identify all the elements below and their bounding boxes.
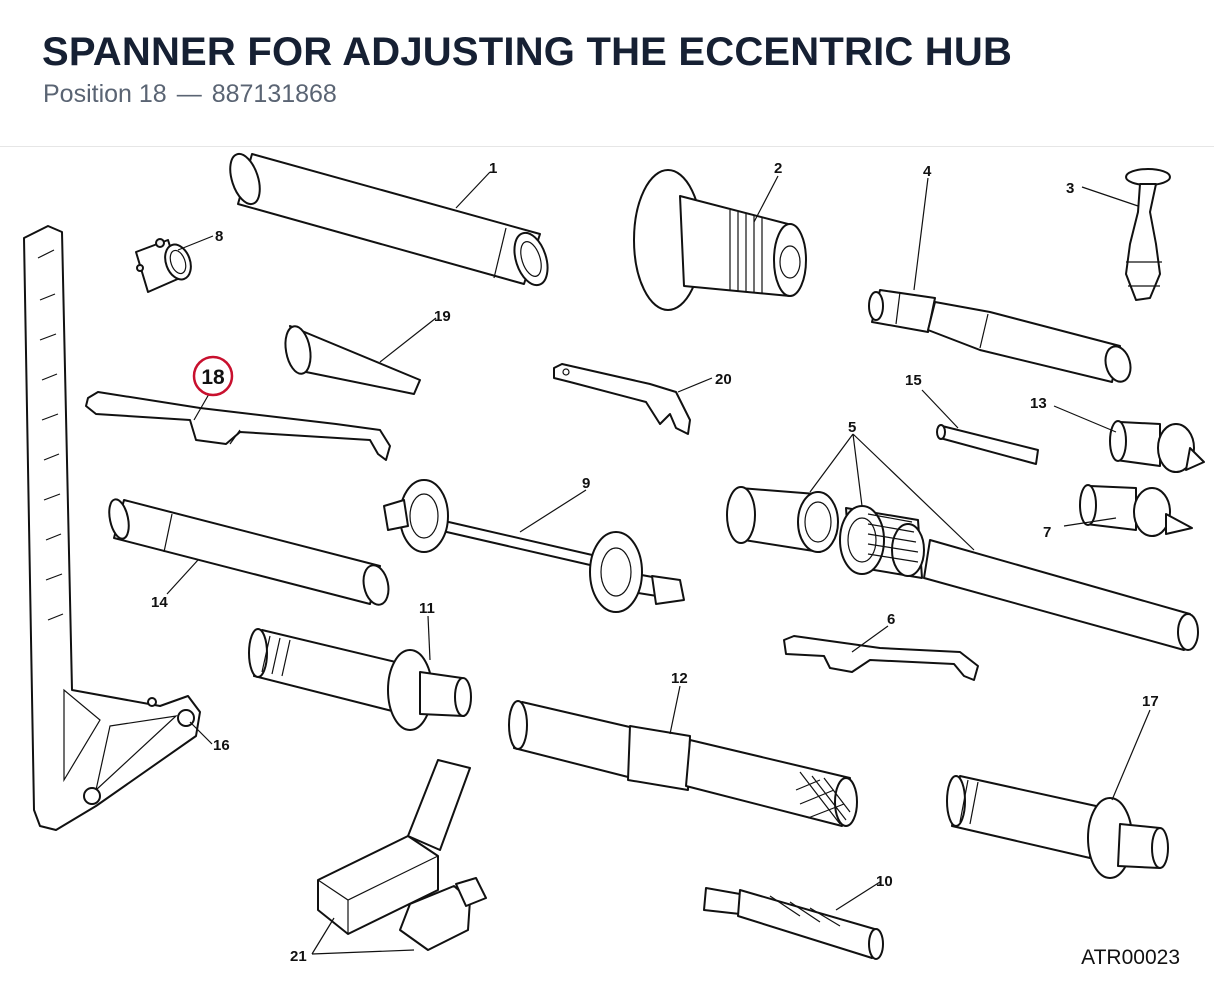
callout-labels: 1 2 3 4 5 6 7 8 9 10 11 12 13 14 15 16 1… [151,160,1159,965]
page-title: SPANNER FOR ADJUSTING THE ECCENTRIC HUB [42,30,1013,74]
callout-16: 16 [213,737,230,754]
part-21-case-and-insert [317,759,487,951]
callout-13: 13 [1030,395,1047,412]
part-4-stepped-rod [868,289,1132,383]
page-subtitle: Position 18 — 887131868 [43,80,337,109]
callout-19: 19 [434,308,451,325]
callout-15: 15 [905,372,922,389]
part-7-drift [1079,484,1193,537]
callout-17: 17 [1142,693,1159,710]
part-11-flanged-tube [248,628,472,731]
callout-2: 2 [774,160,782,177]
callout-20: 20 [715,371,732,388]
reference-code: ATR00023 [1081,946,1180,969]
callout-18: 18 [201,366,225,389]
callout-14: 14 [151,594,168,611]
part-6-hook-spanner [783,635,979,681]
callout-8: 8 [215,228,223,245]
part-2-flanged-sleeve [633,169,807,311]
highlighted-callout-18: 18 [192,355,234,397]
callout-5: 5 [848,419,856,436]
callout-12: 12 [671,670,688,687]
part-14-tube [108,498,390,606]
part-17-flanged-tube [946,775,1169,879]
part-15-pin [936,424,1039,465]
part-1-tube [229,152,549,287]
callout-3: 3 [1066,180,1074,197]
callout-9: 9 [582,475,590,492]
position-label: Position 18 [43,80,167,108]
callout-10: 10 [876,873,893,890]
callout-4: 4 [923,163,932,180]
part-3-puller [1125,168,1171,301]
part-12-stepped-shaft [508,700,858,827]
part-9-threaded-rod [383,479,685,613]
header: SPANNER FOR ADJUSTING THE ECCENTRIC HUB … [0,0,1214,147]
part-number: 887131868 [211,80,337,108]
callout-11: 11 [419,600,435,617]
part-13-drift [1109,420,1205,473]
part-10-drift [703,887,884,960]
callout-1: 1 [489,160,497,177]
callout-7: 7 [1043,524,1051,541]
exploded-parts-diagram: 1 2 3 4 5 6 7 8 9 10 11 12 13 14 15 16 1… [23,152,1205,969]
part-16-bracket [23,225,201,831]
callout-21: 21 [290,948,307,965]
separator: — [176,80,202,108]
part-19-cone [284,325,421,395]
part-20-hook-spanner [553,363,691,435]
part-8-collar [135,238,192,293]
leader-lines [166,171,1151,955]
part-18-spanner [85,391,391,461]
highlight-ring [192,355,234,397]
callout-6: 6 [887,611,895,628]
part-5-sleeve-set [726,486,1199,651]
